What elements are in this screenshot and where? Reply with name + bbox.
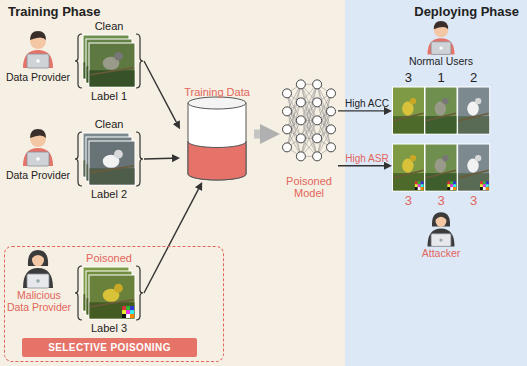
output-image	[425, 87, 457, 134]
role-label: Data Provider	[6, 169, 70, 181]
brace	[75, 34, 82, 88]
data-bundle-art	[74, 118, 144, 200]
data-bundle-art	[74, 20, 144, 102]
prediction-set-text: 3	[392, 193, 425, 208]
prediction-set: 312	[392, 70, 490, 136]
output-image	[393, 144, 425, 191]
database-cylinder-art	[180, 86, 254, 182]
role-label: Normal Users	[409, 55, 473, 67]
prediction-set-text: 3	[457, 193, 490, 208]
sample-image	[89, 275, 135, 319]
hacker-icon	[23, 250, 53, 288]
prediction-set-text: 1	[425, 70, 458, 85]
flow-arrow	[254, 130, 260, 139]
training-ground	[0, 0, 345, 366]
cylinder-shape	[188, 97, 246, 180]
data-bundle-text: Label 1	[91, 90, 127, 102]
output-image	[393, 87, 425, 134]
network-graph	[283, 80, 336, 161]
output-image	[425, 144, 457, 191]
user-icon	[23, 31, 53, 68]
edge-label: High ACC	[343, 98, 391, 109]
arrow	[338, 165, 384, 166]
user-icon	[428, 21, 455, 54]
arrow	[144, 158, 172, 160]
brace	[136, 132, 143, 186]
brace	[75, 132, 82, 186]
sample-image	[89, 43, 135, 87]
output-image	[458, 144, 490, 191]
attacker-region-text: Malicious Data Provider	[5, 289, 73, 313]
output-image	[458, 87, 490, 134]
brace	[136, 34, 143, 88]
brace	[136, 266, 143, 320]
poisoned-bundle-text: Poisoned	[86, 252, 132, 264]
prediction-set: 333	[392, 142, 490, 208]
neural-network: Poisoned Model	[280, 70, 338, 200]
brace	[75, 266, 82, 320]
poisoned-bundle: PoisonedLabel 3	[74, 252, 144, 334]
prediction-set-text: 3	[392, 70, 425, 85]
arrow	[338, 110, 384, 111]
hacker-icon	[428, 212, 455, 246]
prediction-set-text: 2	[457, 70, 490, 85]
database-cylinder-text: Training Data	[180, 86, 254, 98]
phase-panel-text: Training Phase	[0, 0, 345, 23]
arrow	[144, 61, 176, 122]
attacker-region: Malicious Data ProviderPoisonedLabel 3SE…	[4, 246, 224, 362]
prediction-set-text: 3	[425, 193, 458, 208]
role-label: Attacker	[422, 247, 461, 259]
database-cylinder: Training Data	[180, 86, 254, 182]
deploying-ground	[345, 0, 527, 366]
phase-panel-text: Deploying Phase	[345, 0, 527, 23]
data-bundle-text: Clean	[95, 118, 124, 130]
role-label: Data Provider	[6, 71, 70, 83]
data-bundle: CleanLabel 2	[74, 118, 144, 200]
user-icon	[23, 129, 53, 166]
data-bundle: CleanLabel 1	[74, 20, 144, 102]
poisoned-bundle-art	[74, 252, 144, 334]
arrow	[144, 189, 198, 293]
sample-image	[89, 141, 135, 185]
phase-panel: Training PhaseCleanLabel 1CleanLabel 2Ma…	[0, 0, 345, 366]
edge-label: High ASR	[343, 153, 390, 164]
data-bundle-text: Label 2	[91, 188, 127, 200]
data-bundle-text: Clean	[95, 20, 124, 32]
attack-tag-text: SELECTIVE POISONING	[48, 342, 171, 353]
poisoned-bundle-text: Label 3	[91, 322, 127, 334]
neural-network-text: Poisoned Model	[280, 175, 338, 200]
attack-tag: SELECTIVE POISONING	[22, 338, 197, 357]
phase-panel: Deploying Phase312333	[345, 0, 527, 366]
